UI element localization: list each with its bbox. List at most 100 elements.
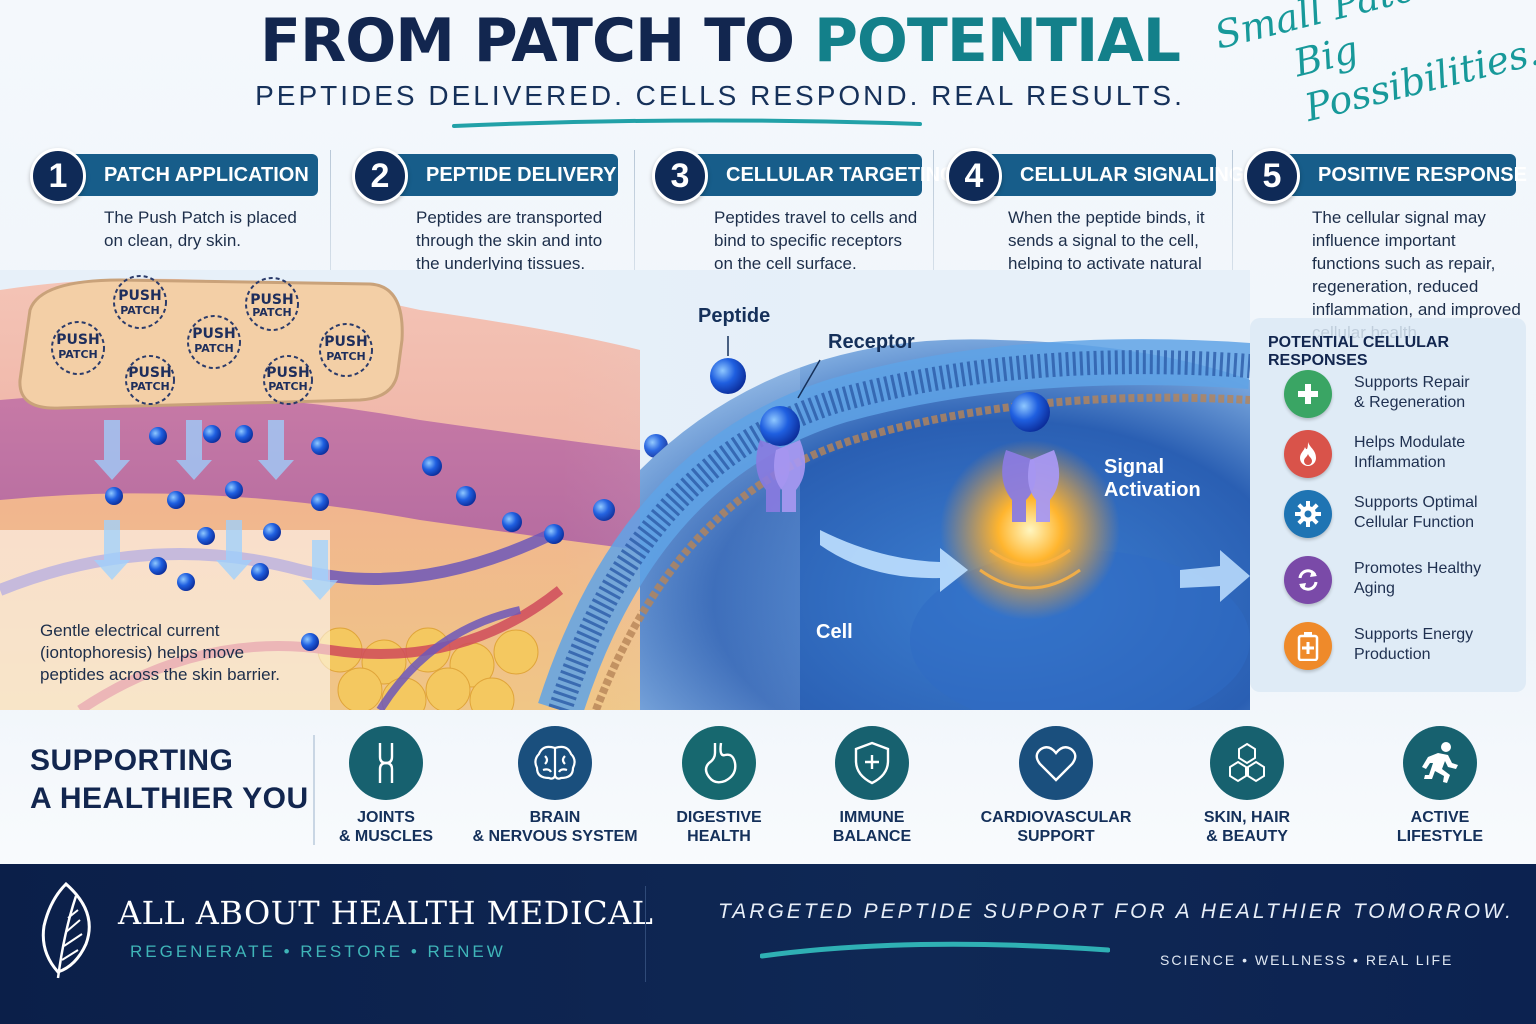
step-2-number: 2 xyxy=(352,148,408,204)
supporting-title: SUPPORTING A HEALTHIER YOU xyxy=(30,742,309,818)
svg-text:PUSH: PUSH xyxy=(192,326,235,342)
gear-icon xyxy=(1284,490,1332,538)
response-line-1: Supports Optimal xyxy=(1354,494,1478,511)
step-2-badge: PEPTIDE DELIVERY 2 xyxy=(352,148,620,204)
supporting-divider xyxy=(313,735,315,845)
supporting-title-line-2: A HEALTHIER YOU xyxy=(30,782,309,815)
panel-title: POTENTIAL CELLULAR RESPONSES xyxy=(1268,334,1450,369)
page-subtitle: PEPTIDES DELIVERED. CELLS RESPOND. REAL … xyxy=(255,80,1185,111)
category-active: ACTIVE LIFESTYLE xyxy=(1355,726,1525,846)
svg-text:PUSH: PUSH xyxy=(128,365,171,381)
footer-swoosh xyxy=(760,941,1110,959)
brain-icon xyxy=(518,726,592,800)
peptide-label: Peptide xyxy=(698,305,771,327)
iontophoresis-caption: Gentle electrical current (iontophoresis… xyxy=(40,621,281,684)
svg-text:PUSH: PUSH xyxy=(118,288,161,304)
category-immune: IMMUNE BALANCE xyxy=(787,726,957,846)
title-part-2: POTENTIAL xyxy=(813,6,1181,76)
cell-label: Cell xyxy=(816,621,853,643)
svg-text:PATCH: PATCH xyxy=(252,306,292,319)
heart-icon xyxy=(1019,726,1093,800)
response-line-1: Supports Energy xyxy=(1354,626,1474,643)
supporting-title-line-1: SUPPORTING xyxy=(30,744,234,777)
category-joints: JOINTS & MUSCLES xyxy=(301,726,471,846)
response-line-2: & Regeneration xyxy=(1354,394,1466,411)
step-5-badge: POSITIVE RESPONSE 5 xyxy=(1244,148,1527,204)
plus-icon xyxy=(1284,370,1332,418)
leaf-logo-icon xyxy=(41,882,91,979)
category-label: BRAIN & NERVOUS SYSTEM xyxy=(472,809,638,845)
response-line-1: Supports Repair xyxy=(1354,374,1470,391)
category-digestive: DIGESTIVE HEALTH xyxy=(634,726,804,846)
runner-icon xyxy=(1403,726,1477,800)
svg-text:PATCH: PATCH xyxy=(120,304,160,317)
footer-divider xyxy=(645,886,646,982)
svg-text:PATCH: PATCH xyxy=(326,350,366,363)
category-skin-hair: SKIN, HAIR & BEAUTY xyxy=(1162,726,1332,846)
flame-icon xyxy=(1284,430,1332,478)
category-label: CARDIOVASCULAR SUPPORT xyxy=(980,809,1132,845)
svg-text:PUSH: PUSH xyxy=(266,365,309,381)
response-line-2: Cellular Function xyxy=(1354,514,1475,531)
category-brain: BRAIN & NERVOUS SYSTEM xyxy=(470,726,640,846)
category-label: SKIN, HAIR & BEAUTY xyxy=(1203,809,1291,845)
response-line-2: Inflammation xyxy=(1354,454,1446,471)
step-2-description: Peptides are transported through the ski… xyxy=(416,208,603,273)
step-4-number: 4 xyxy=(946,148,1002,204)
step-5-number: 5 xyxy=(1244,148,1300,204)
svg-text:PATCH: PATCH xyxy=(268,380,308,393)
step-1-title: PATCH APPLICATION xyxy=(56,154,318,196)
receptor-1 xyxy=(756,406,806,512)
step-3-number: 3 xyxy=(652,148,708,204)
step-3-description: Peptides travel to cells and bind to spe… xyxy=(714,208,918,273)
svg-text:PATCH: PATCH xyxy=(130,380,170,393)
svg-text:PATCH: PATCH xyxy=(194,342,234,355)
brand-name: ALL ABOUT HEALTH MEDICAL xyxy=(118,894,654,932)
category-label: IMMUNE BALANCE xyxy=(832,809,912,845)
receptor-2 xyxy=(1002,392,1060,522)
refresh-icon xyxy=(1284,556,1332,604)
category-label: DIGESTIVE HEALTH xyxy=(676,809,762,845)
stomach-icon xyxy=(682,726,756,800)
category-label: ACTIVE LIFESTYLE xyxy=(1396,809,1484,845)
footer: ALL ABOUT HEALTH MEDICAL REGENERATE • RE… xyxy=(0,864,1536,1024)
title-swoosh xyxy=(452,118,922,128)
category-label: JOINTS & MUSCLES xyxy=(338,809,434,845)
step-5-title: POSITIVE RESPONSE xyxy=(1270,154,1527,196)
step-2-title: PEPTIDE DELIVERY xyxy=(378,154,618,196)
slogan: Small Patch. Big Possibilities. xyxy=(1210,0,1536,140)
page-title: FROM PATCH TO POTENTIAL xyxy=(0,6,1440,76)
step-1-badge: PATCH APPLICATION 1 xyxy=(30,148,320,204)
joint-icon xyxy=(349,726,423,800)
step-4-title: CELLULAR SIGNALING xyxy=(972,154,1244,196)
svg-text:PUSH: PUSH xyxy=(250,292,293,308)
response-text: Supports Repair & Regeneration xyxy=(1354,373,1524,413)
response-line-2: Production xyxy=(1354,646,1431,663)
potential-responses-panel: POTENTIAL CELLULAR RESPONSES Supports Re… xyxy=(1250,318,1526,692)
category-cardiovascular: CARDIOVASCULAR SUPPORT xyxy=(971,726,1141,846)
response-item: Supports Repair & Regeneration xyxy=(1284,370,1524,420)
step-3-title: CELLULAR TARGETING xyxy=(678,154,956,196)
step-4-badge: CELLULAR SIGNALING 4 xyxy=(946,148,1244,204)
hexagon-icon xyxy=(1210,726,1284,800)
step-1-number: 1 xyxy=(30,148,86,204)
signal-label-line-1: Signal xyxy=(1104,456,1165,478)
response-line-1: Promotes Healthy xyxy=(1354,560,1482,577)
response-line-1: Helps Modulate xyxy=(1354,434,1466,451)
response-line-2: Aging xyxy=(1354,580,1395,597)
footer-meta: SCIENCE • WELLNESS • REAL LIFE xyxy=(1160,952,1454,968)
step-1-description: The Push Patch is placed on clean, dry s… xyxy=(104,208,297,250)
brand-tagline: REGENERATE • RESTORE • RENEW xyxy=(130,942,506,961)
step-3-badge: CELLULAR TARGETING 3 xyxy=(652,148,956,204)
svg-text:PUSH: PUSH xyxy=(56,332,99,348)
